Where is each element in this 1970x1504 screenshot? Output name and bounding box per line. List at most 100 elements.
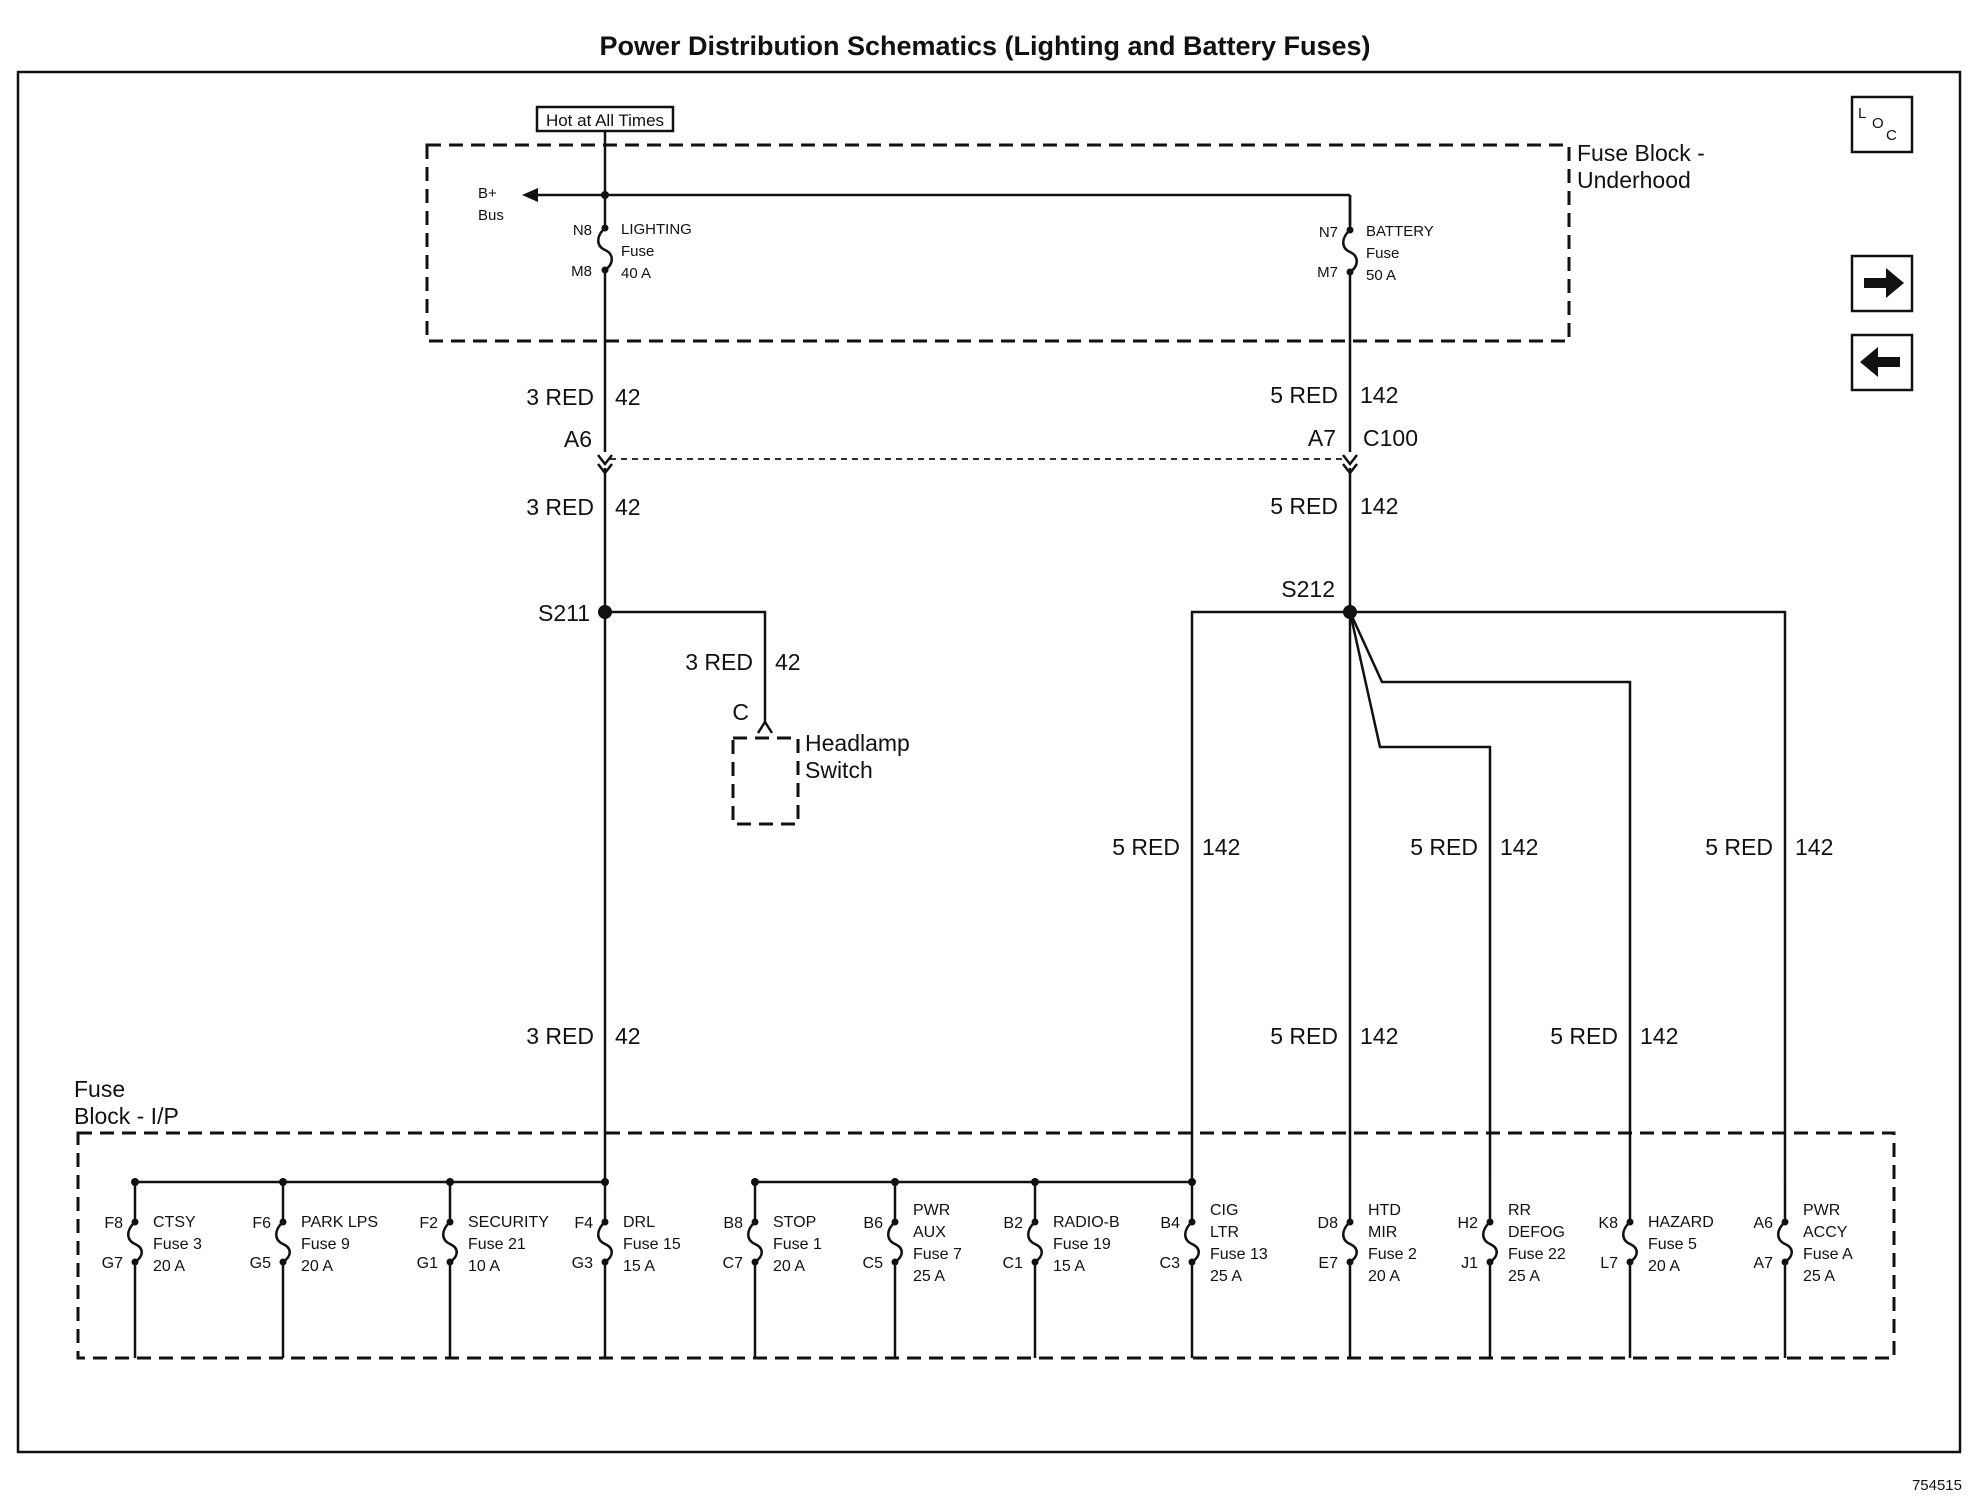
fuse-pin-label: A7 <box>1753 1255 1773 1272</box>
battery-fuse-pin-top <box>1346 226 1354 234</box>
fuse-pin-label: F8 <box>104 1215 123 1232</box>
connector-pin-left: A6 <box>564 426 592 452</box>
location-button[interactable]: L O C <box>1850 95 1914 154</box>
lighting-fuse-sub: Fuse <box>621 243 654 260</box>
location-icon-c: C <box>1886 127 1897 144</box>
fuse-label: 20 A <box>301 1258 333 1275</box>
connector-pin-right: A7 <box>1308 425 1336 451</box>
fuse-label: CIG <box>1210 1202 1238 1219</box>
wire-label: 3 RED <box>526 494 594 520</box>
splice-s212-label: S212 <box>1281 576 1335 602</box>
page-title: Power Distribution Schematics (Lighting … <box>599 31 1370 61</box>
underhood-label-1: Fuse Block - <box>1577 140 1705 166</box>
previous-page-button[interactable] <box>1850 333 1914 392</box>
bus-junction <box>751 1178 759 1186</box>
headlamp-switch-box <box>731 736 800 826</box>
fuse-label: 20 A <box>773 1258 805 1275</box>
battery-pin-out: M7 <box>1317 264 1338 281</box>
bus-junction <box>601 1178 609 1186</box>
fuse-pin-label: A6 <box>1753 1215 1773 1232</box>
lighting-fuse-amp: 40 A <box>621 265 651 282</box>
fuse-label: 15 A <box>623 1258 655 1275</box>
wire-label: 5 RED <box>1270 1023 1338 1049</box>
fuse-pin-label: F2 <box>419 1215 438 1232</box>
fuse-label: 25 A <box>913 1268 945 1285</box>
fuse-label: PARK LPS <box>301 1214 378 1231</box>
fuse-pin-label: E7 <box>1318 1255 1338 1272</box>
fuse-label: HAZARD <box>1648 1214 1714 1231</box>
fuse-label: 25 A <box>1210 1268 1242 1285</box>
diagram-frame <box>16 70 1962 1454</box>
fuse-pin-label: F6 <box>252 1215 271 1232</box>
battery-fuse-name: BATTERY <box>1366 223 1434 240</box>
branch-cig-ltr-wire <box>1190 610 1350 1182</box>
fuse-label: ACCY <box>1803 1224 1848 1241</box>
fuse-icon <box>1184 1221 1200 1264</box>
fuse-icon <box>887 1221 903 1264</box>
fuse-label: Fuse 9 <box>301 1236 350 1253</box>
fuse-label: RADIO-B <box>1053 1214 1120 1231</box>
fuse-label: Fuse 7 <box>913 1246 962 1263</box>
fuse-pin-top <box>446 1218 454 1226</box>
fuse-pin-label: C7 <box>723 1255 744 1272</box>
fuse-icon <box>1777 1221 1793 1264</box>
bus-junction <box>446 1178 454 1186</box>
fuse-label: LTR <box>1210 1224 1239 1241</box>
fuse-label: PWR <box>913 1202 950 1219</box>
bus-arrow-icon <box>522 188 538 202</box>
bus-junction <box>891 1178 899 1186</box>
lighting-pin-in: N8 <box>573 222 592 239</box>
fuse-label: HTD <box>1368 1202 1401 1219</box>
fuse-label: DEFOG <box>1508 1224 1565 1241</box>
fuse-icon <box>442 1221 458 1264</box>
fuse-label: Fuse 19 <box>1053 1236 1111 1253</box>
location-icon <box>1850 95 1914 154</box>
location-icon-l: L <box>1858 105 1866 122</box>
lighting-fuse-pin-top <box>601 224 609 232</box>
hot-at-all-times-label: Hot at All Times <box>546 111 664 130</box>
fuse-pin-top <box>751 1218 759 1226</box>
fuse-label: MIR <box>1368 1224 1397 1241</box>
lighting-fuse-name: LIGHTING <box>621 221 692 238</box>
fuse-label: Fuse 15 <box>623 1236 681 1253</box>
fuse-label: 20 A <box>153 1258 185 1275</box>
circuit-label: 42 <box>775 649 801 675</box>
location-icon-o: O <box>1872 115 1884 132</box>
lighting-pin-out: M8 <box>571 263 592 280</box>
fuse-pin-label: F4 <box>574 1215 593 1232</box>
branch-pwr-accy-wire <box>1350 610 1787 1182</box>
wire-label: 3 RED <box>526 1023 594 1049</box>
fuse-pin-label: C5 <box>863 1255 884 1272</box>
next-page-button[interactable] <box>1850 254 1914 313</box>
fuse-label: 20 A <box>1368 1268 1400 1285</box>
fuse-pin-top <box>601 1218 609 1226</box>
fuse-pin-top <box>1346 1218 1354 1226</box>
fuse-pin-label: C1 <box>1003 1255 1024 1272</box>
battery-fuse-sub: Fuse <box>1366 245 1399 262</box>
next-button-frame <box>1850 254 1914 313</box>
branch-hazard-wire <box>1348 611 1632 1182</box>
circuit-label: 42 <box>615 494 641 520</box>
fuse-pin-label: B6 <box>863 1215 883 1232</box>
headlamp-connector-icon <box>756 719 774 734</box>
bus-junction <box>1031 1178 1039 1186</box>
lighting-fuse-pin-bottom <box>601 266 609 274</box>
fuse-label: 25 A <box>1508 1268 1540 1285</box>
fuse-label: 20 A <box>1648 1258 1680 1275</box>
fuse-label: Fuse 3 <box>153 1236 202 1253</box>
fuse-label: 10 A <box>468 1258 500 1275</box>
wire-label: 5 RED <box>1270 493 1338 519</box>
circuit-label: 142 <box>1500 834 1538 860</box>
circuit-label: 142 <box>1795 834 1833 860</box>
underhood-label-2: Underhood <box>1577 167 1691 193</box>
fuse-pin-top <box>1031 1218 1039 1226</box>
branch-rr-defog-wire <box>1348 611 1492 1182</box>
fuse-label: DRL <box>623 1214 655 1231</box>
fuse-pin-label: B2 <box>1003 1215 1023 1232</box>
underhood-fuse-block <box>425 143 1571 343</box>
fuse-icon <box>1342 1221 1358 1264</box>
bus-junction <box>279 1178 287 1186</box>
circuit-label: 142 <box>1360 493 1398 519</box>
fuse-pin-top <box>1781 1218 1789 1226</box>
fuse-icon <box>127 1221 143 1264</box>
